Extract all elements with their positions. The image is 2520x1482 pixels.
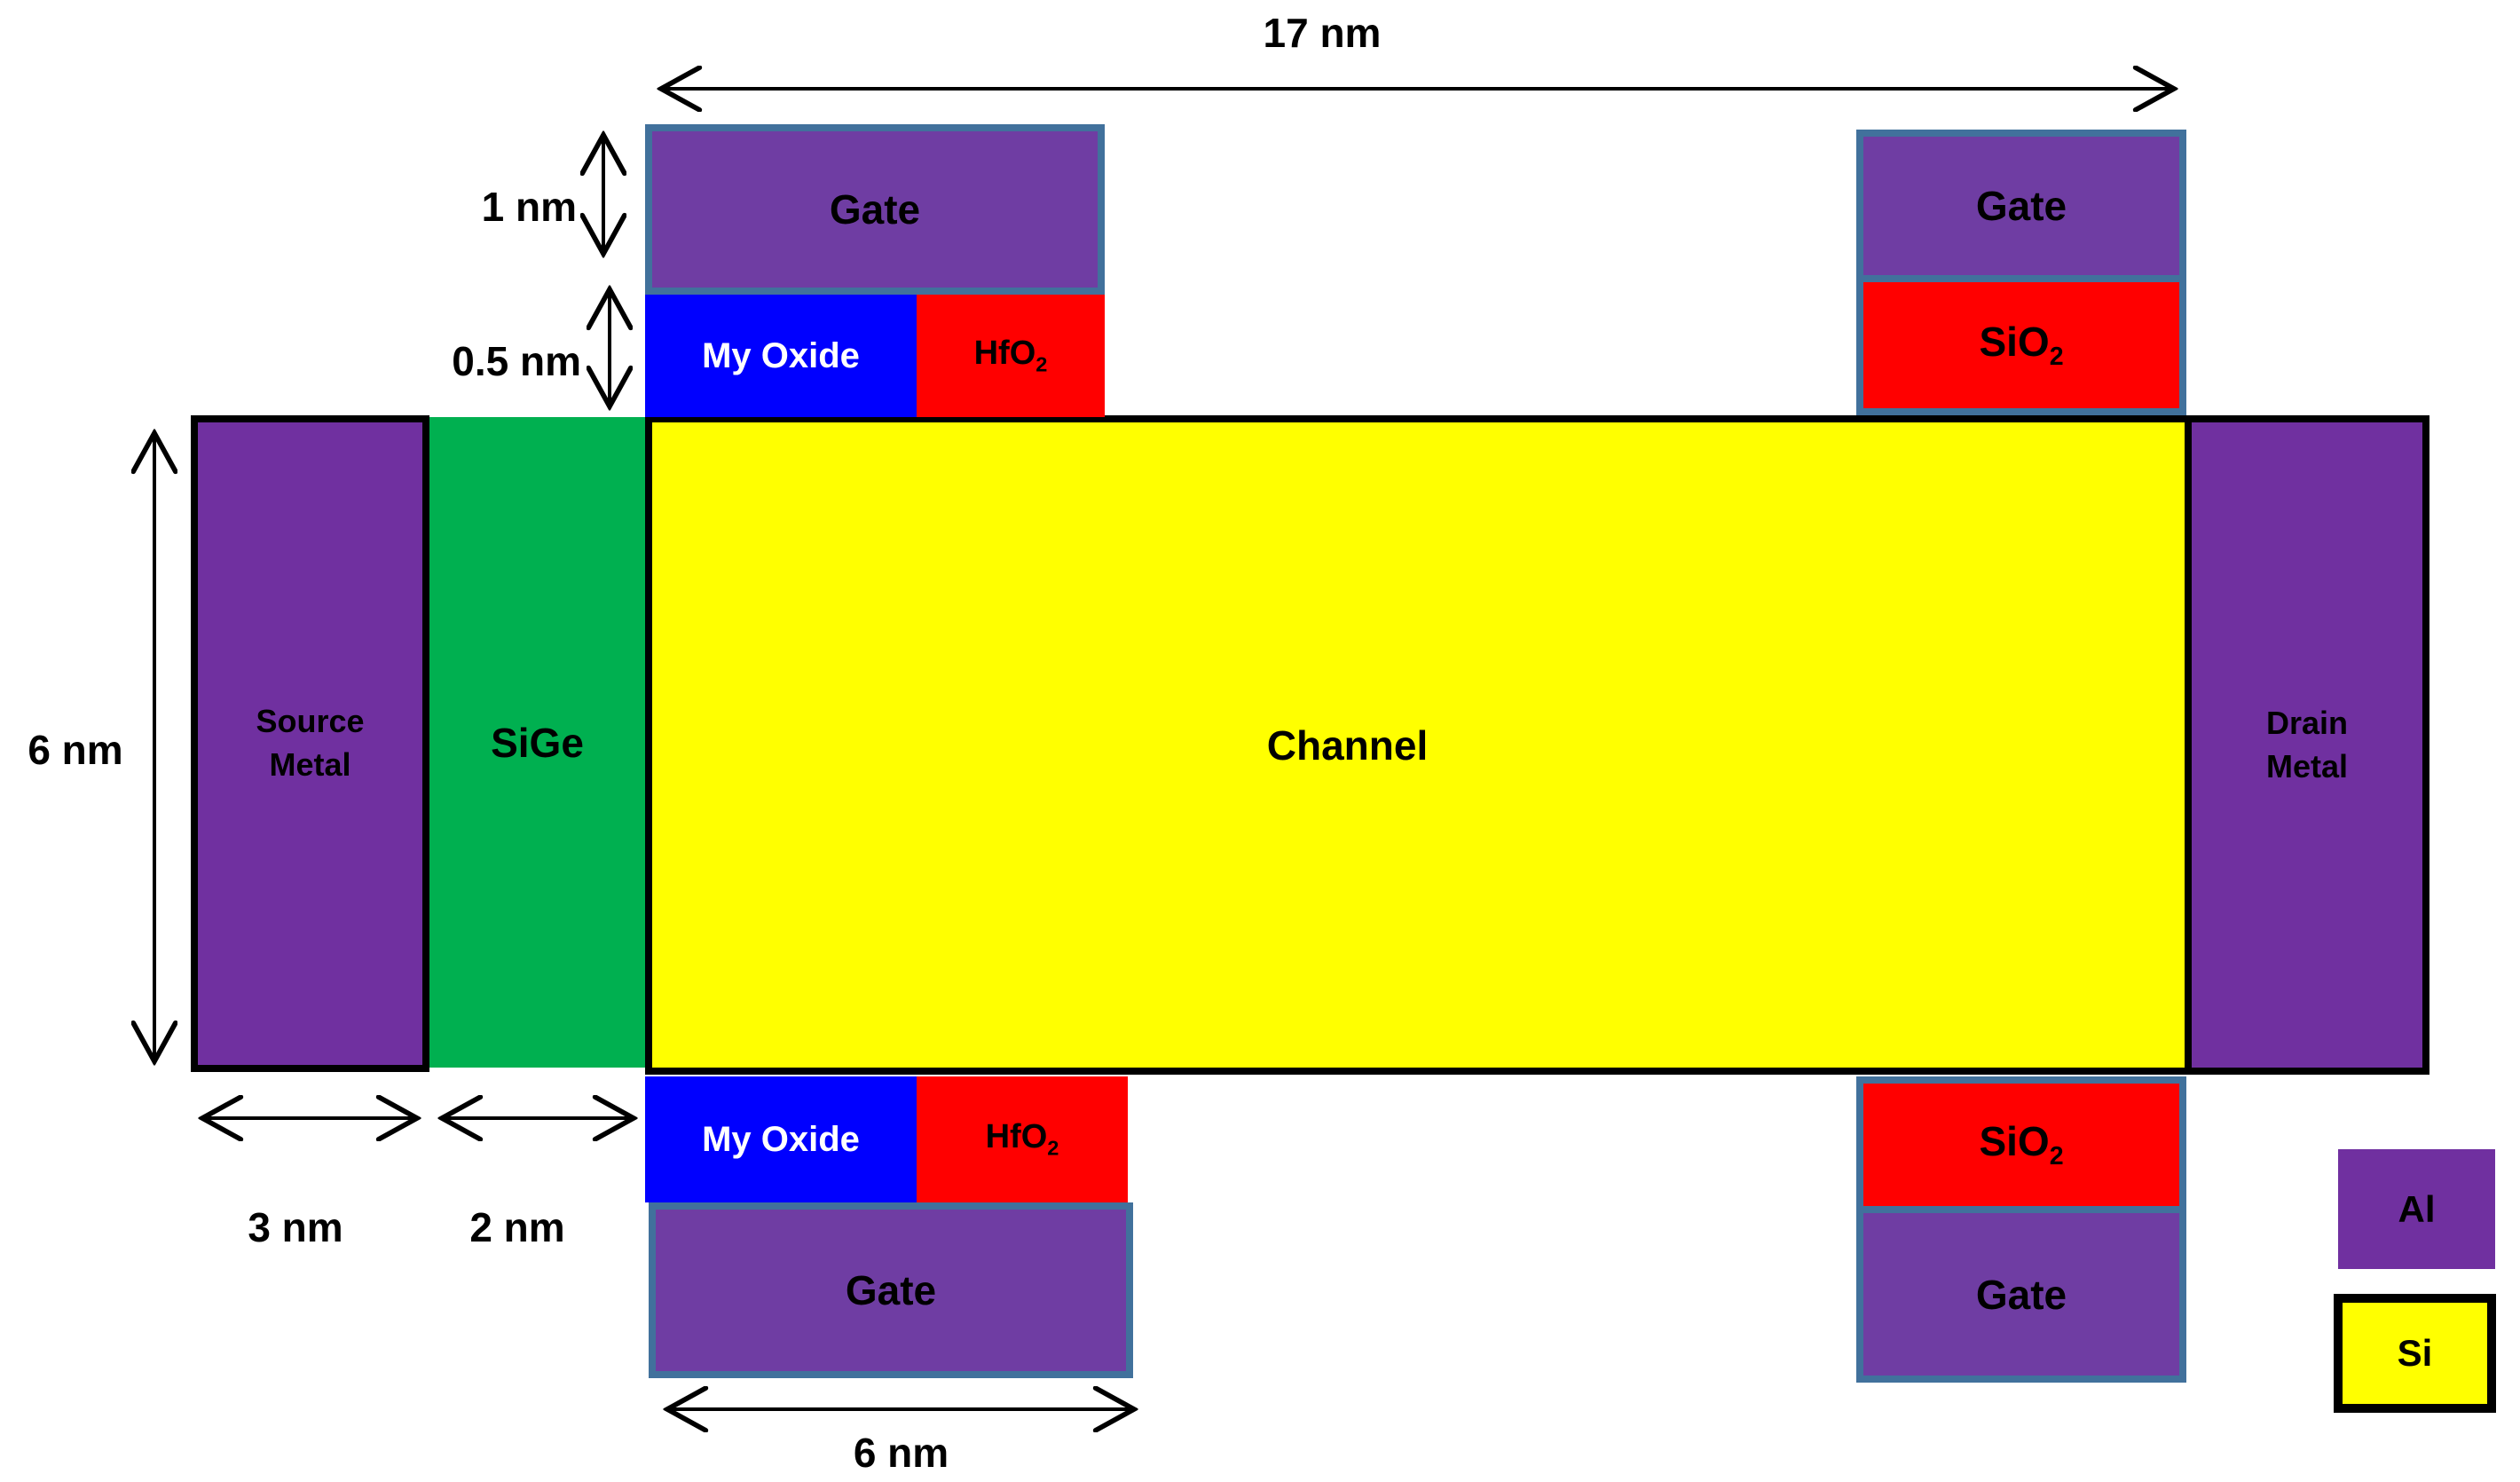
dimension-label-17nm: 17 nm bbox=[1263, 10, 1382, 56]
hfo2-top-label: HfO2 bbox=[973, 335, 1048, 376]
source-metal-region: Source Metal bbox=[191, 415, 429, 1072]
my-oxide-top-region: My Oxide bbox=[645, 295, 917, 417]
sige-region: SiGe bbox=[429, 417, 645, 1068]
my-oxide-top-label: My Oxide bbox=[702, 335, 860, 375]
gate-bottom-left-region: Gate bbox=[649, 1202, 1133, 1378]
gate-bottom-right-region: Gate bbox=[1856, 1206, 2186, 1383]
legend-si-swatch: Si bbox=[2334, 1294, 2496, 1413]
channel-label: Channel bbox=[1266, 721, 1429, 769]
dimension-label-0p5nm: 0.5 nm bbox=[452, 338, 581, 384]
hfo2-bottom-label: HfO2 bbox=[985, 1118, 1059, 1160]
gate-bottom-left-label: Gate bbox=[845, 1267, 937, 1313]
my-oxide-bottom-region: My Oxide bbox=[645, 1076, 917, 1202]
source-metal-label: Source Metal bbox=[256, 703, 365, 783]
sio2-top-right-region: SiO2 bbox=[1856, 275, 2186, 415]
dimension-label-3nm: 3 nm bbox=[248, 1204, 343, 1250]
legend-al-swatch: Al bbox=[2338, 1149, 2495, 1269]
gate-top-left-region: Gate bbox=[645, 124, 1105, 295]
gate-bottom-right-label: Gate bbox=[1975, 1271, 2067, 1318]
hfo2-bottom-region: HfO2 bbox=[917, 1076, 1128, 1202]
dimension-label-2nm: 2 nm bbox=[469, 1204, 565, 1250]
dimension-label-6nm-bottom: 6 nm bbox=[853, 1430, 949, 1476]
hfo2-top-region: HfO2 bbox=[917, 295, 1105, 417]
my-oxide-bottom-label: My Oxide bbox=[702, 1119, 860, 1159]
dimension-label-1nm: 1 nm bbox=[481, 184, 577, 230]
drain-metal-region: Drain Metal bbox=[2185, 415, 2429, 1075]
sio2-top-right-label: SiO2 bbox=[1979, 319, 2064, 372]
sio2-bottom-right-region: SiO2 bbox=[1856, 1076, 2186, 1213]
legend-al-label: Al bbox=[2398, 1187, 2436, 1230]
dimension-label-6nm-left: 6 nm bbox=[28, 727, 123, 773]
sio2-bottom-right-label: SiO2 bbox=[1979, 1118, 2064, 1171]
channel-region: Channel bbox=[645, 415, 2185, 1075]
drain-metal-label: Drain Metal bbox=[2265, 704, 2349, 784]
gate-top-left-label: Gate bbox=[829, 186, 921, 233]
legend-si-label: Si bbox=[2397, 1332, 2433, 1374]
gate-top-right-region: Gate bbox=[1856, 130, 2186, 282]
sige-label: SiGe bbox=[491, 719, 584, 766]
gate-top-right-label: Gate bbox=[1975, 183, 2067, 229]
